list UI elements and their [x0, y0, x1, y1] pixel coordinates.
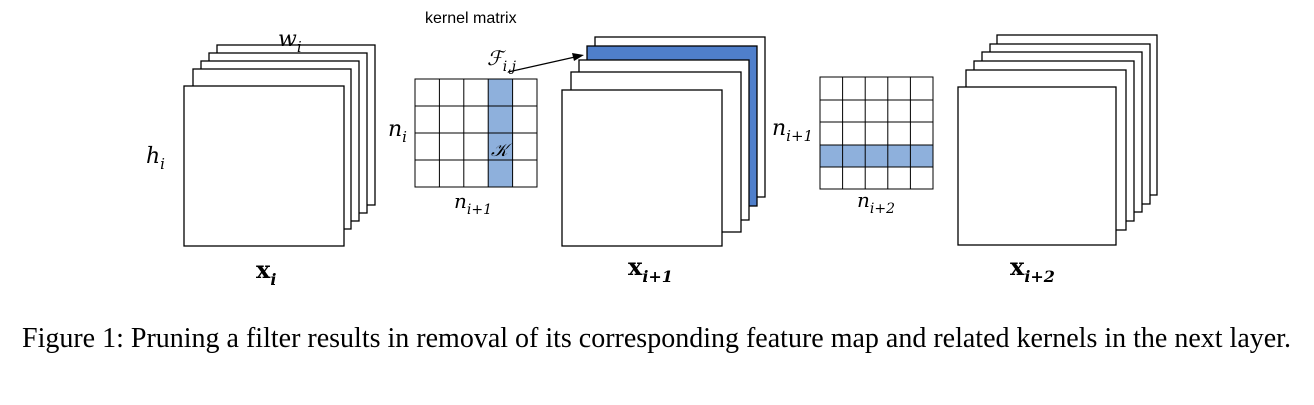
kernel-row-highlight [820, 145, 933, 167]
label-xi1: xi+1 [628, 252, 673, 286]
figure-caption: Figure 1: Pruning a filter results in re… [22, 323, 1291, 354]
label-kernel-matrix: kernel matrix [425, 10, 517, 27]
label-h: hi [146, 144, 165, 173]
feature-map-stack-xi [183, 44, 376, 247]
label-n-i2-bottom: ni+2 [857, 188, 895, 217]
label-kernel-k: 𝒦 [491, 140, 513, 161]
label-n-i1-left: ni+1 [772, 116, 813, 145]
label-xi: xi [256, 255, 276, 289]
kernel-matrix-2 [819, 76, 934, 190]
feature-map-stack-xi2 [957, 34, 1158, 246]
label-xi2: xi+2 [1010, 252, 1055, 286]
arrow-to-pruned-map [507, 53, 584, 73]
label-filter-f: ℱi,j [487, 46, 517, 75]
feature-map-stack-xi1 [561, 36, 766, 247]
kernel-matrix-1 [414, 78, 538, 188]
label-w: wi [278, 27, 302, 56]
label-n-i: ni [388, 117, 407, 146]
label-n-i1-bottom: ni+1 [454, 189, 492, 218]
